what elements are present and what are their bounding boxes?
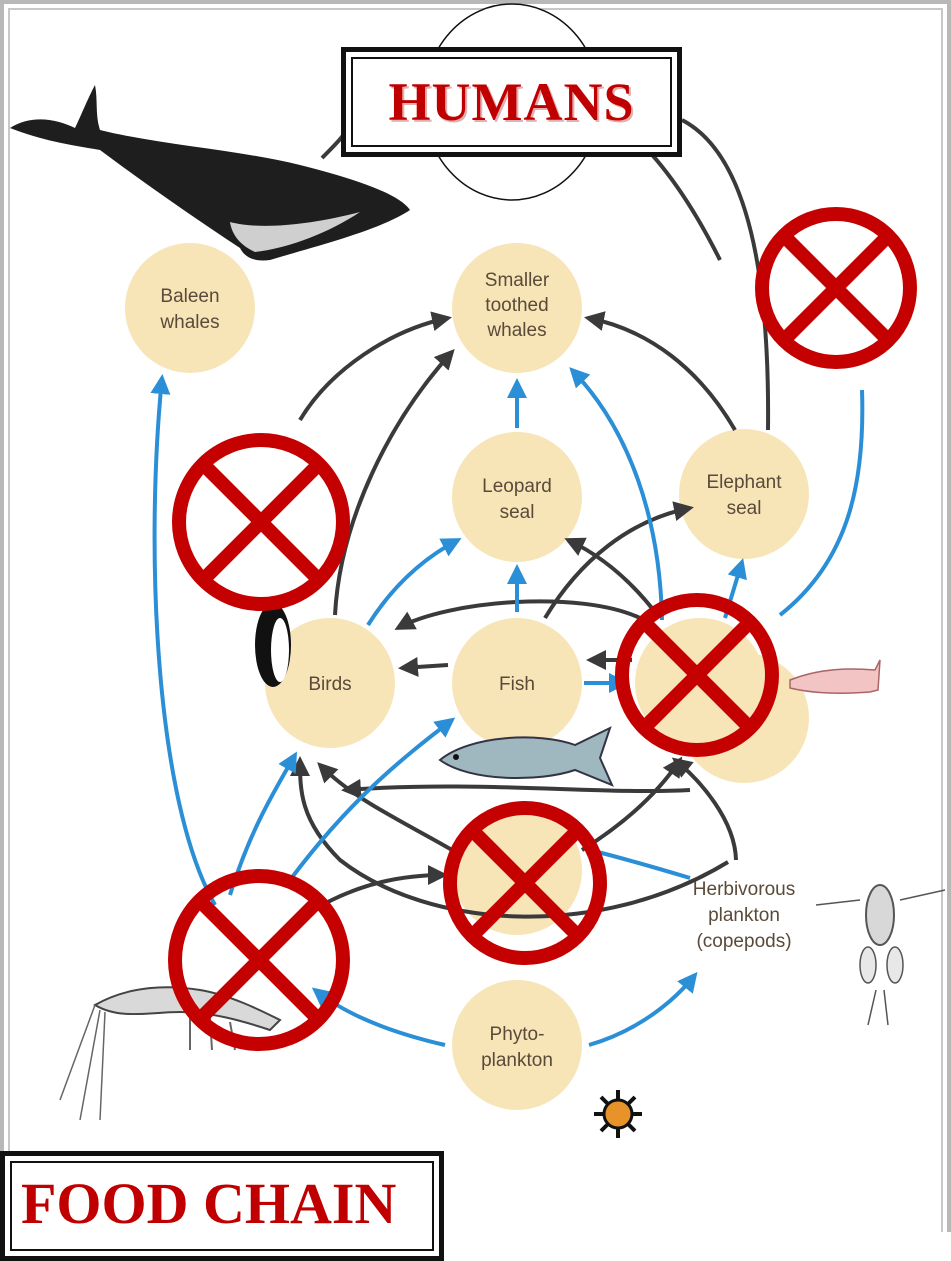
- cross-marks: [168, 207, 917, 1051]
- fish-illustration: [438, 726, 614, 787]
- label-birds: Birds: [308, 674, 351, 695]
- arrow-copepod-to-krill: [341, 778, 691, 799]
- arrow-krill-to-baleen: [150, 374, 217, 906]
- arrow-phyto-to-krill: [311, 987, 446, 1047]
- whale-illustration: [10, 85, 410, 261]
- arrow-phyto-to-copepod: [588, 971, 698, 1047]
- arrow-humans-right: [681, 118, 771, 431]
- inner-frame: [8, 8, 943, 1232]
- penguin-illustration: [255, 603, 291, 687]
- node-fish: [452, 618, 582, 748]
- food-chain-title-box: FOOD CHAIN: [0, 1151, 444, 1261]
- arrow-squid-to-humans-blue: [778, 389, 865, 617]
- arrow-birds-up-to-toothed: [333, 349, 455, 616]
- squid-illustration: [789, 659, 881, 694]
- cross-mark-icon: [443, 801, 607, 965]
- food-chain-title: FOOD CHAIN: [21, 1171, 397, 1236]
- arrow-birds-to-toothed: [298, 311, 452, 422]
- node-birds: [265, 618, 395, 748]
- copepod-illustration: [815, 884, 946, 1026]
- diatom-illustration: [594, 1090, 642, 1138]
- humans-label: HUMANS: [388, 72, 635, 132]
- node-phytoplankton: [452, 980, 582, 1110]
- arrows: [150, 108, 865, 1047]
- arrow-fish-to-elephant: [543, 501, 694, 620]
- node-leopard-seal: [452, 432, 582, 562]
- node-smaller-toothed-whales: [452, 243, 582, 373]
- cross-mark-icon: [172, 433, 350, 611]
- node-elephant-seal: [679, 429, 809, 559]
- arrow-birds-to-leopard: [366, 538, 462, 627]
- node-baleen-whales: [125, 243, 255, 373]
- cross-mark-icon: [168, 869, 350, 1051]
- arrow-fish-to-birds: [398, 656, 449, 677]
- arrow-copepod-to-squid: [671, 757, 738, 861]
- cross-mark-icon: [615, 593, 779, 757]
- label-phytoplankton: Phyto-plankton: [481, 1024, 553, 1071]
- arrow-krill-to-birds: [317, 762, 453, 852]
- label-fish: Fish: [499, 674, 535, 695]
- arrow-copepod-to-birds: [290, 756, 730, 919]
- arrow-squid-to-leopard: [564, 537, 657, 614]
- cross-mark-icon: [755, 207, 917, 369]
- humans-label-box: HUMANS: [341, 47, 682, 157]
- arrow-elephant-to-toothed: [584, 311, 737, 432]
- krill-illustration: [59, 986, 282, 1121]
- arrow-krill-to-fish-blue: [288, 717, 456, 882]
- outer-frame: [0, 0, 951, 1232]
- arrow-squid-to-toothed: [569, 367, 664, 621]
